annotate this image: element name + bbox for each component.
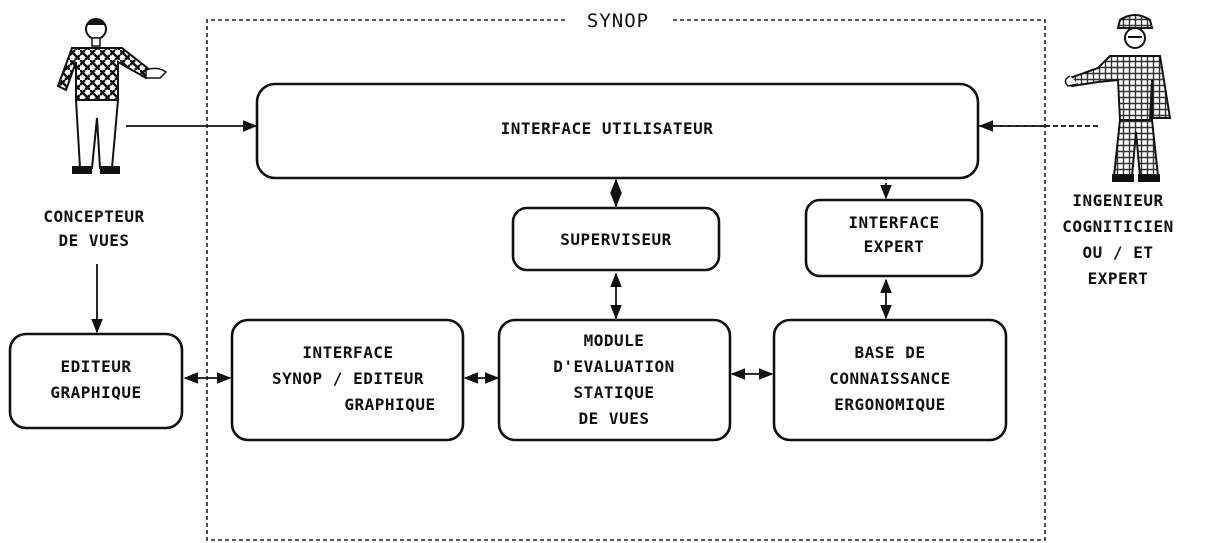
box-label: BASE DE <box>855 343 926 362</box>
box-label: EXPERT <box>864 237 925 256</box>
box-label: MODULE <box>584 331 645 350</box>
box-label: INTERFACE <box>302 343 393 362</box>
ingenieur-label-line: EXPERT <box>1088 269 1149 288</box>
person-engineer-icon <box>1064 14 1172 182</box>
connectors <box>91 120 1098 384</box>
box-label: DE VUES <box>579 409 650 428</box>
box-label: INTERFACE UTILISATEUR <box>501 119 714 138</box>
box-label: SUPERVISEUR <box>560 230 671 249</box>
box-base-connaissance: BASE DE CONNAISSANCE ERGONOMIQUE <box>772 318 1008 442</box>
box-label: SYNOP / EDITEUR <box>272 369 424 388</box>
box-label: CONNAISSANCE <box>829 369 951 388</box>
box-module-evaluation: MODULE D'EVALUATION STATIQUE DE VUES <box>497 318 732 442</box>
person-designer-icon <box>56 18 168 174</box>
box-editeur-graphique: EDITEUR GRAPHIQUE <box>8 332 184 430</box>
ingenieur-label-line: OU / ET <box>1083 243 1154 262</box>
box-interface-synop-editeur: INTERFACE SYNOP / EDITEUR GRAPHIQUE <box>230 318 465 442</box>
box-label: STATIQUE <box>573 383 654 402</box>
box-label: GRAPHIQUE <box>344 395 435 414</box>
concepteur-label-line: DE VUES <box>59 231 130 250</box>
concepteur-label-line: CONCEPTEUR <box>43 207 144 226</box>
ingenieur-label-line: INGENIEUR <box>1072 191 1163 210</box>
actor-label-concepteur: CONCEPTEUR DE VUES <box>43 207 144 250</box>
box-label: ERGONOMIQUE <box>834 395 945 414</box>
box-label: GRAPHIQUE <box>50 383 141 402</box>
box-interface-expert: INTERFACE EXPERT <box>804 198 984 278</box>
box-label: D'EVALUATION <box>553 357 675 376</box>
dashed-arrow-expert-to-interface-expert <box>880 125 1045 200</box>
actor-label-ingenieur: INGENIEUR COGNITICIEN OU / ET EXPERT <box>1062 191 1173 288</box>
synop-system-frame: SYNOP <box>206 10 1046 541</box>
synop-title: SYNOP <box>587 10 649 32</box>
ingenieur-label-line: COGNITICIEN <box>1062 217 1173 236</box>
box-label: INTERFACE <box>848 213 939 232</box>
box-interface-utilisateur: INTERFACE UTILISATEUR <box>255 82 980 180</box>
box-superviseur: SUPERVISEUR <box>511 206 721 272</box>
box-label: EDITEUR <box>61 357 132 376</box>
